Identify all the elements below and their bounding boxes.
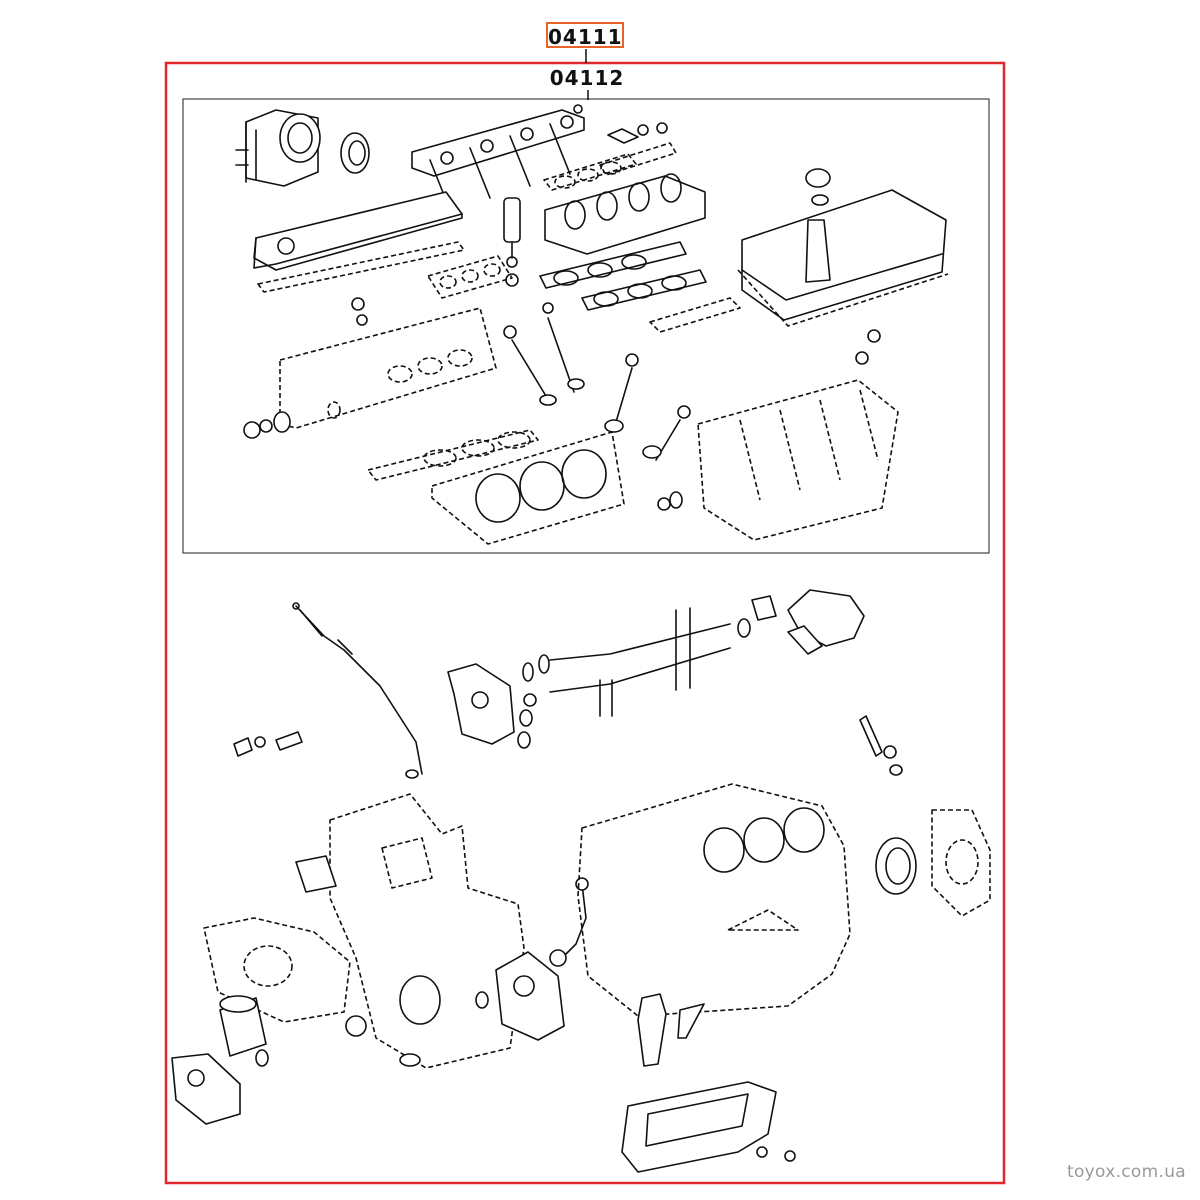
cylinder-head-left: [279, 307, 497, 429]
oil-pipe: [549, 877, 589, 967]
valve-cover-right: [737, 168, 949, 327]
part-code-04112[interactable]: 04112: [549, 66, 625, 90]
head-gasket-right: [431, 431, 625, 545]
exhaust-gasket-right: [649, 297, 741, 333]
kit-04112-inner-frame: [182, 98, 990, 554]
intake-gaskets: [543, 142, 677, 191]
oil-pump: [475, 951, 565, 1041]
cam-seals-left: [243, 411, 291, 439]
oil-dipstick: [292, 602, 423, 779]
drain-bolts-left: [233, 731, 303, 757]
kit-04111-outer-frame: [164, 61, 1006, 1185]
rear-seal-retainer: [931, 809, 991, 917]
oil-seal-upper: [340, 132, 370, 174]
timing-chain-cover: [295, 793, 525, 1069]
cylinder-head-right: [657, 379, 899, 541]
fuel-injector: [503, 197, 521, 287]
valve-cover-left: [253, 191, 465, 293]
intake-manifold-gaskets: [539, 241, 707, 311]
intake-plenum: [544, 173, 706, 255]
head-gasket-left: [367, 429, 539, 481]
coolant-orings: [517, 654, 550, 749]
oil-strainer: [637, 993, 705, 1067]
water-inlet: [447, 663, 515, 745]
intake-manifold-upper: [411, 104, 668, 211]
oil-filter: [219, 995, 269, 1067]
rear-oil-seal: [875, 837, 917, 895]
valves: [351, 297, 881, 461]
site-watermark: toyox.com.ua: [1067, 1162, 1186, 1182]
oil-pan: [621, 1081, 796, 1173]
part-code-04111[interactable]: 04111: [546, 22, 624, 49]
bolt-right: [859, 715, 903, 776]
throttle-body: [235, 109, 321, 187]
cylinder-block: [577, 783, 851, 1017]
oil-filter-cover: [171, 1053, 241, 1125]
coolant-pipe: [549, 589, 865, 717]
exhaust-gasket-left: [427, 255, 513, 299]
